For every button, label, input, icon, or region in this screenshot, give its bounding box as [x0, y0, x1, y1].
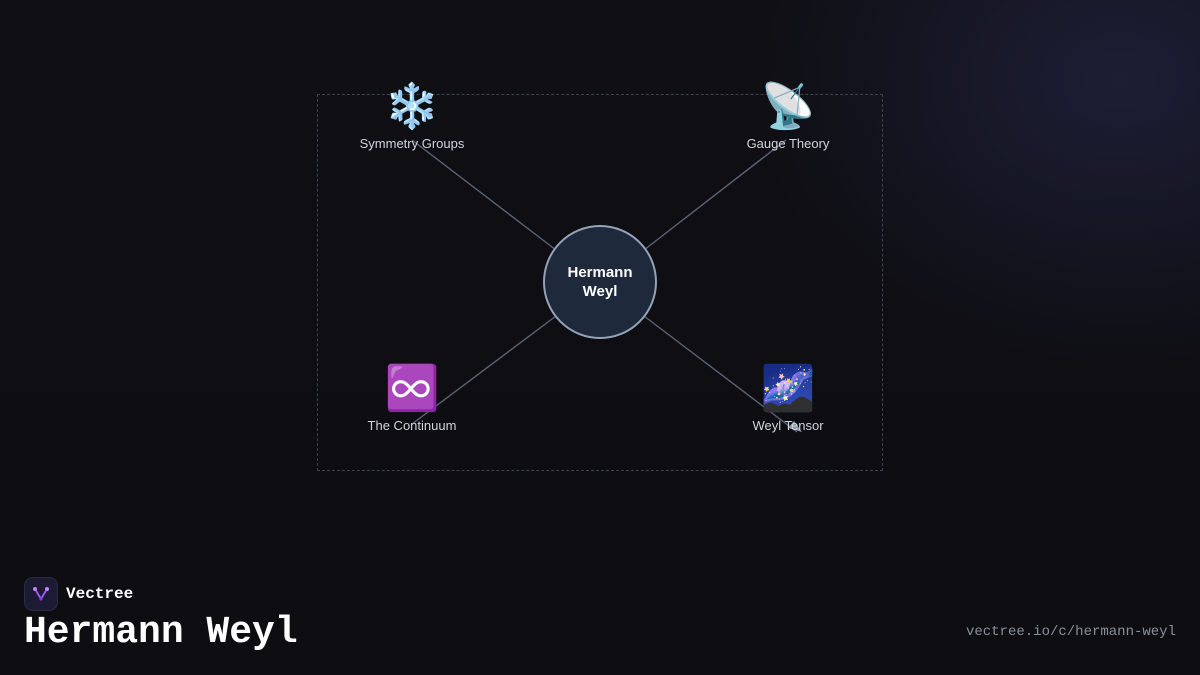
edge-gauge: [643, 139, 787, 251]
edge-symmetry: [411, 139, 557, 251]
node-weyl-tensor[interactable]: 🌌 Weyl Tensor: [698, 364, 878, 433]
center-node[interactable]: Hermann Weyl: [543, 225, 657, 339]
node-label: Weyl Tensor: [752, 418, 824, 433]
satellite-antenna-icon: 📡: [760, 82, 816, 131]
page-url[interactable]: vectree.io/c/hermann-weyl: [965, 624, 1176, 640]
node-label: Symmetry Groups: [359, 136, 465, 151]
brand[interactable]: Vectree: [24, 577, 133, 611]
node-label: The Continuum: [367, 418, 457, 433]
brand-name: Vectree: [66, 585, 134, 603]
snowflake-icon: ❄️: [384, 82, 440, 131]
node-symmetry-groups[interactable]: ❄️ Symmetry Groups: [322, 82, 502, 151]
diagram-frame: [317, 94, 883, 471]
page-title: Hermann Weyl: [24, 611, 298, 654]
edge-continuum: [411, 315, 557, 425]
edge-weyl: [643, 315, 798, 433]
vectree-logo-icon: [24, 577, 58, 611]
infinity-icon: ♾️: [384, 364, 440, 413]
node-gauge-theory[interactable]: 📡 Gauge Theory: [698, 82, 878, 151]
milky-way-icon: 🌌: [760, 364, 816, 413]
node-the-continuum[interactable]: ♾️ The Continuum: [322, 364, 502, 433]
node-label: Gauge Theory: [746, 136, 830, 151]
edge-weyl-arrowhead: [788, 421, 802, 432]
center-node-label: Hermann Weyl: [567, 264, 633, 300]
